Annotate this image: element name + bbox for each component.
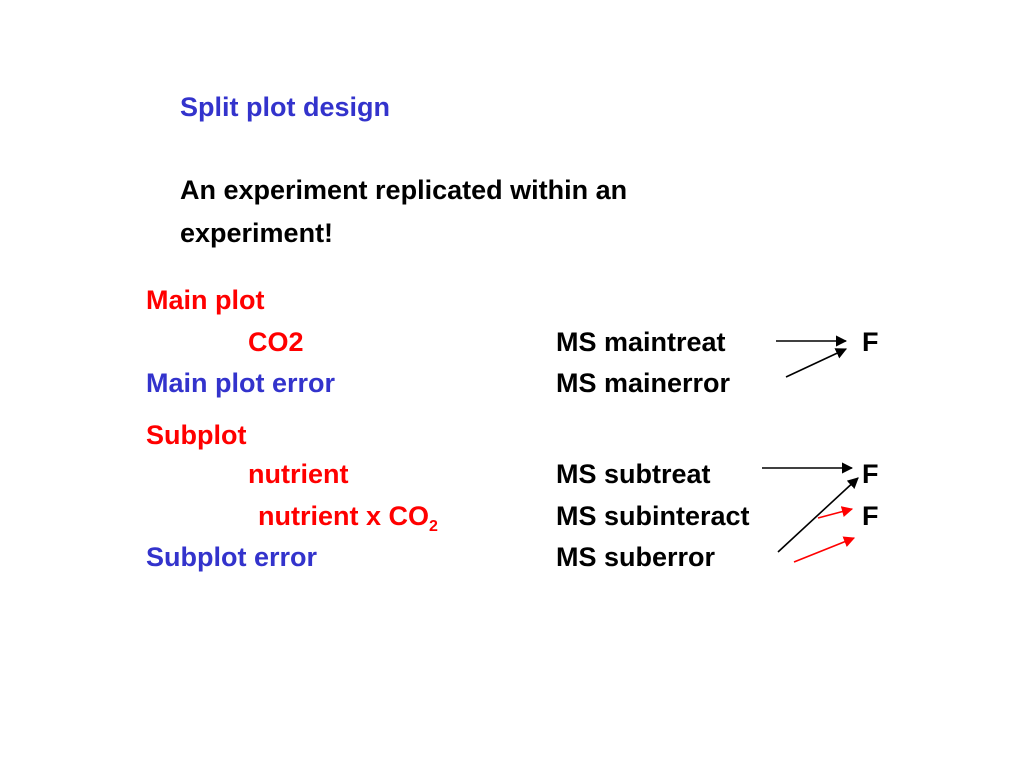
subplot-interaction: nutrient x CO2 xyxy=(258,501,438,535)
subtitle-line-1: An experiment replicated within an xyxy=(180,175,628,205)
main-plot-error-label: Main plot error xyxy=(146,368,336,398)
main-plot-factor-ms: MS maintreat xyxy=(556,327,726,357)
interaction-subscript: 2 xyxy=(429,518,438,535)
main-plot-factor: CO2 xyxy=(248,327,304,357)
arrow-suberror-to-f-red xyxy=(793,536,856,563)
main-plot-heading: Main plot xyxy=(146,285,265,315)
subplot-interaction-ms: MS subinteract xyxy=(556,501,750,531)
arrow-mainerror-to-f xyxy=(785,348,848,378)
subplot-factor-ms: MS subtreat xyxy=(556,459,711,489)
arrow-subinteract-to-f xyxy=(817,506,854,519)
main-plot-error-ms: MS mainerror xyxy=(556,368,731,398)
subtitle-line-2: experiment! xyxy=(180,218,334,248)
main-plot-f-label: F xyxy=(862,327,879,357)
subplot-f-label-1: F xyxy=(862,459,879,489)
arrow-suberror-to-f xyxy=(777,477,859,553)
subplot-f-label-2: F xyxy=(862,501,879,531)
slide-title: Split plot design xyxy=(180,92,390,122)
subplot-factor: nutrient xyxy=(248,459,349,489)
subplot-error-label: Subplot error xyxy=(146,542,318,572)
subplot-error-ms: MS suberror xyxy=(556,542,716,572)
subplot-heading: Subplot xyxy=(146,420,247,450)
interaction-prefix: nutrient x CO xyxy=(258,501,430,531)
